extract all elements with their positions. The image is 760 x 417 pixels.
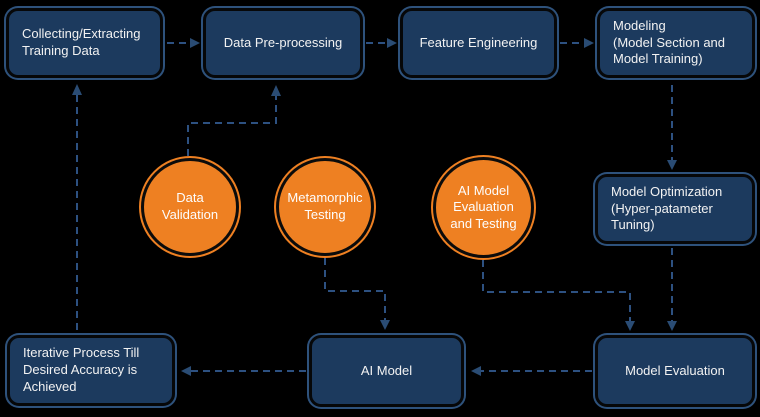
node-label: AI Model Evaluation and Testing — [450, 182, 517, 231]
node-collecting-extracting-training-data: Collecting/Extracting Training Data — [6, 8, 163, 78]
node-label: Iterative Process Till Desired Accuracy … — [23, 345, 140, 394]
node-data-pre-processing: Data Pre-processing — [203, 8, 363, 78]
node-ai-model: AI Model — [309, 335, 464, 407]
node-label: Metamorphic Testing — [287, 190, 363, 222]
node-model-optimization: Model Optimization (Hyper-patameter Tuni… — [595, 174, 755, 244]
node-label: Data Validation — [161, 190, 219, 222]
node-model-evaluation: Model Evaluation — [595, 335, 755, 407]
node-label: Feature Engineering — [419, 34, 538, 50]
node-label: AI Model — [360, 362, 413, 378]
node-label: Collecting/Extracting Training Data — [22, 26, 141, 58]
node-label: Data Pre-processing — [223, 34, 343, 50]
node-label: Model Optimization (Hyper-patameter Tuni… — [611, 183, 723, 233]
node-data-validation: Data Validation — [141, 158, 239, 256]
node-ai-model-evaluation-and-testing: AI Model Evaluation and Testing — [433, 157, 534, 258]
arrow-aimodeleval-to-evaluation — [482, 260, 631, 321]
arrow-datavalidation-to-preprocessing — [187, 96, 277, 156]
node-iterative-process: Iterative Process Till Desired Accuracy … — [7, 335, 175, 406]
node-feature-engineering: Feature Engineering — [400, 8, 557, 78]
node-metamorphic-testing: Metamorphic Testing — [276, 158, 374, 256]
node-modeling: Modeling (Model Section and Model Traini… — [597, 8, 755, 78]
node-label: Modeling (Model Section and Model Traini… — [613, 17, 726, 67]
arrow-metamorphic-to-aimodel — [324, 258, 386, 320]
node-label: Model Evaluation — [625, 362, 725, 378]
